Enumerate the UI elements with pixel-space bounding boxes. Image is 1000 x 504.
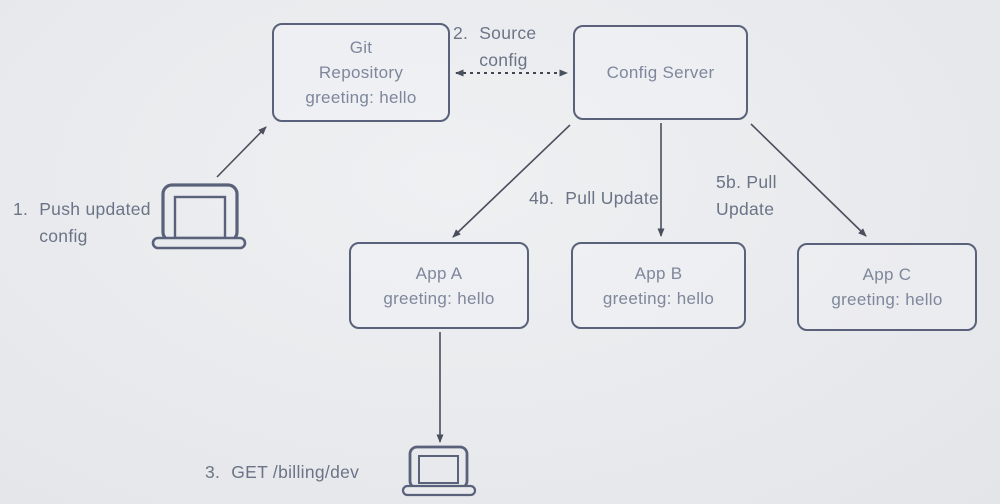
step-text: GET /billing/dev (231, 462, 360, 482)
node-title: Git (349, 38, 373, 57)
node-title: App C (862, 265, 912, 284)
step-number: 2. (453, 23, 469, 43)
laptop-icon (401, 445, 477, 497)
label-step-4b-pull-update: 4b. Pull Update (529, 185, 659, 212)
node-property: greeting: hello (602, 288, 715, 308)
node-title: App B (634, 263, 683, 283)
node-title: App A (415, 263, 463, 283)
step-number: 4b. (529, 188, 555, 208)
arrow-pull-update-app-a (452, 124, 571, 238)
arrow-pull-update-app-c (750, 123, 867, 237)
step-number: 3. (205, 462, 221, 482)
label-step-1-push-updated-config: 1. Push updated config (13, 196, 151, 250)
step-text: Source config (479, 23, 537, 70)
node-property: greeting: hello (383, 288, 495, 308)
label-step-3-get-billing-dev: 3. GET /billing/dev (205, 459, 359, 486)
node-title: Config Server (606, 63, 715, 82)
laptop-icon (151, 183, 247, 250)
node-git-repository: Git Repository greeting: hello (272, 23, 450, 122)
node-config-server: Config Server (573, 25, 748, 120)
label-step-2-source-config: 2. Source config (453, 20, 536, 74)
arrow-push-config (216, 126, 267, 178)
step-number: 1. (13, 199, 29, 219)
node-app-b: App B greeting: hello (571, 242, 746, 329)
step-text: Pull Update (565, 188, 660, 208)
node-property: greeting: hello (831, 290, 943, 309)
node-title: Repository (318, 63, 404, 82)
label-step-5b-pull-update: 5b. Pull Update (716, 169, 777, 223)
node-app-a: App A greeting: hello (349, 242, 529, 329)
node-property: greeting: hello (305, 88, 417, 107)
node-app-c: App C greeting: hello (797, 243, 977, 331)
step-text: 5b. Pull Update (716, 172, 777, 219)
step-text: Push updated config (39, 199, 151, 246)
